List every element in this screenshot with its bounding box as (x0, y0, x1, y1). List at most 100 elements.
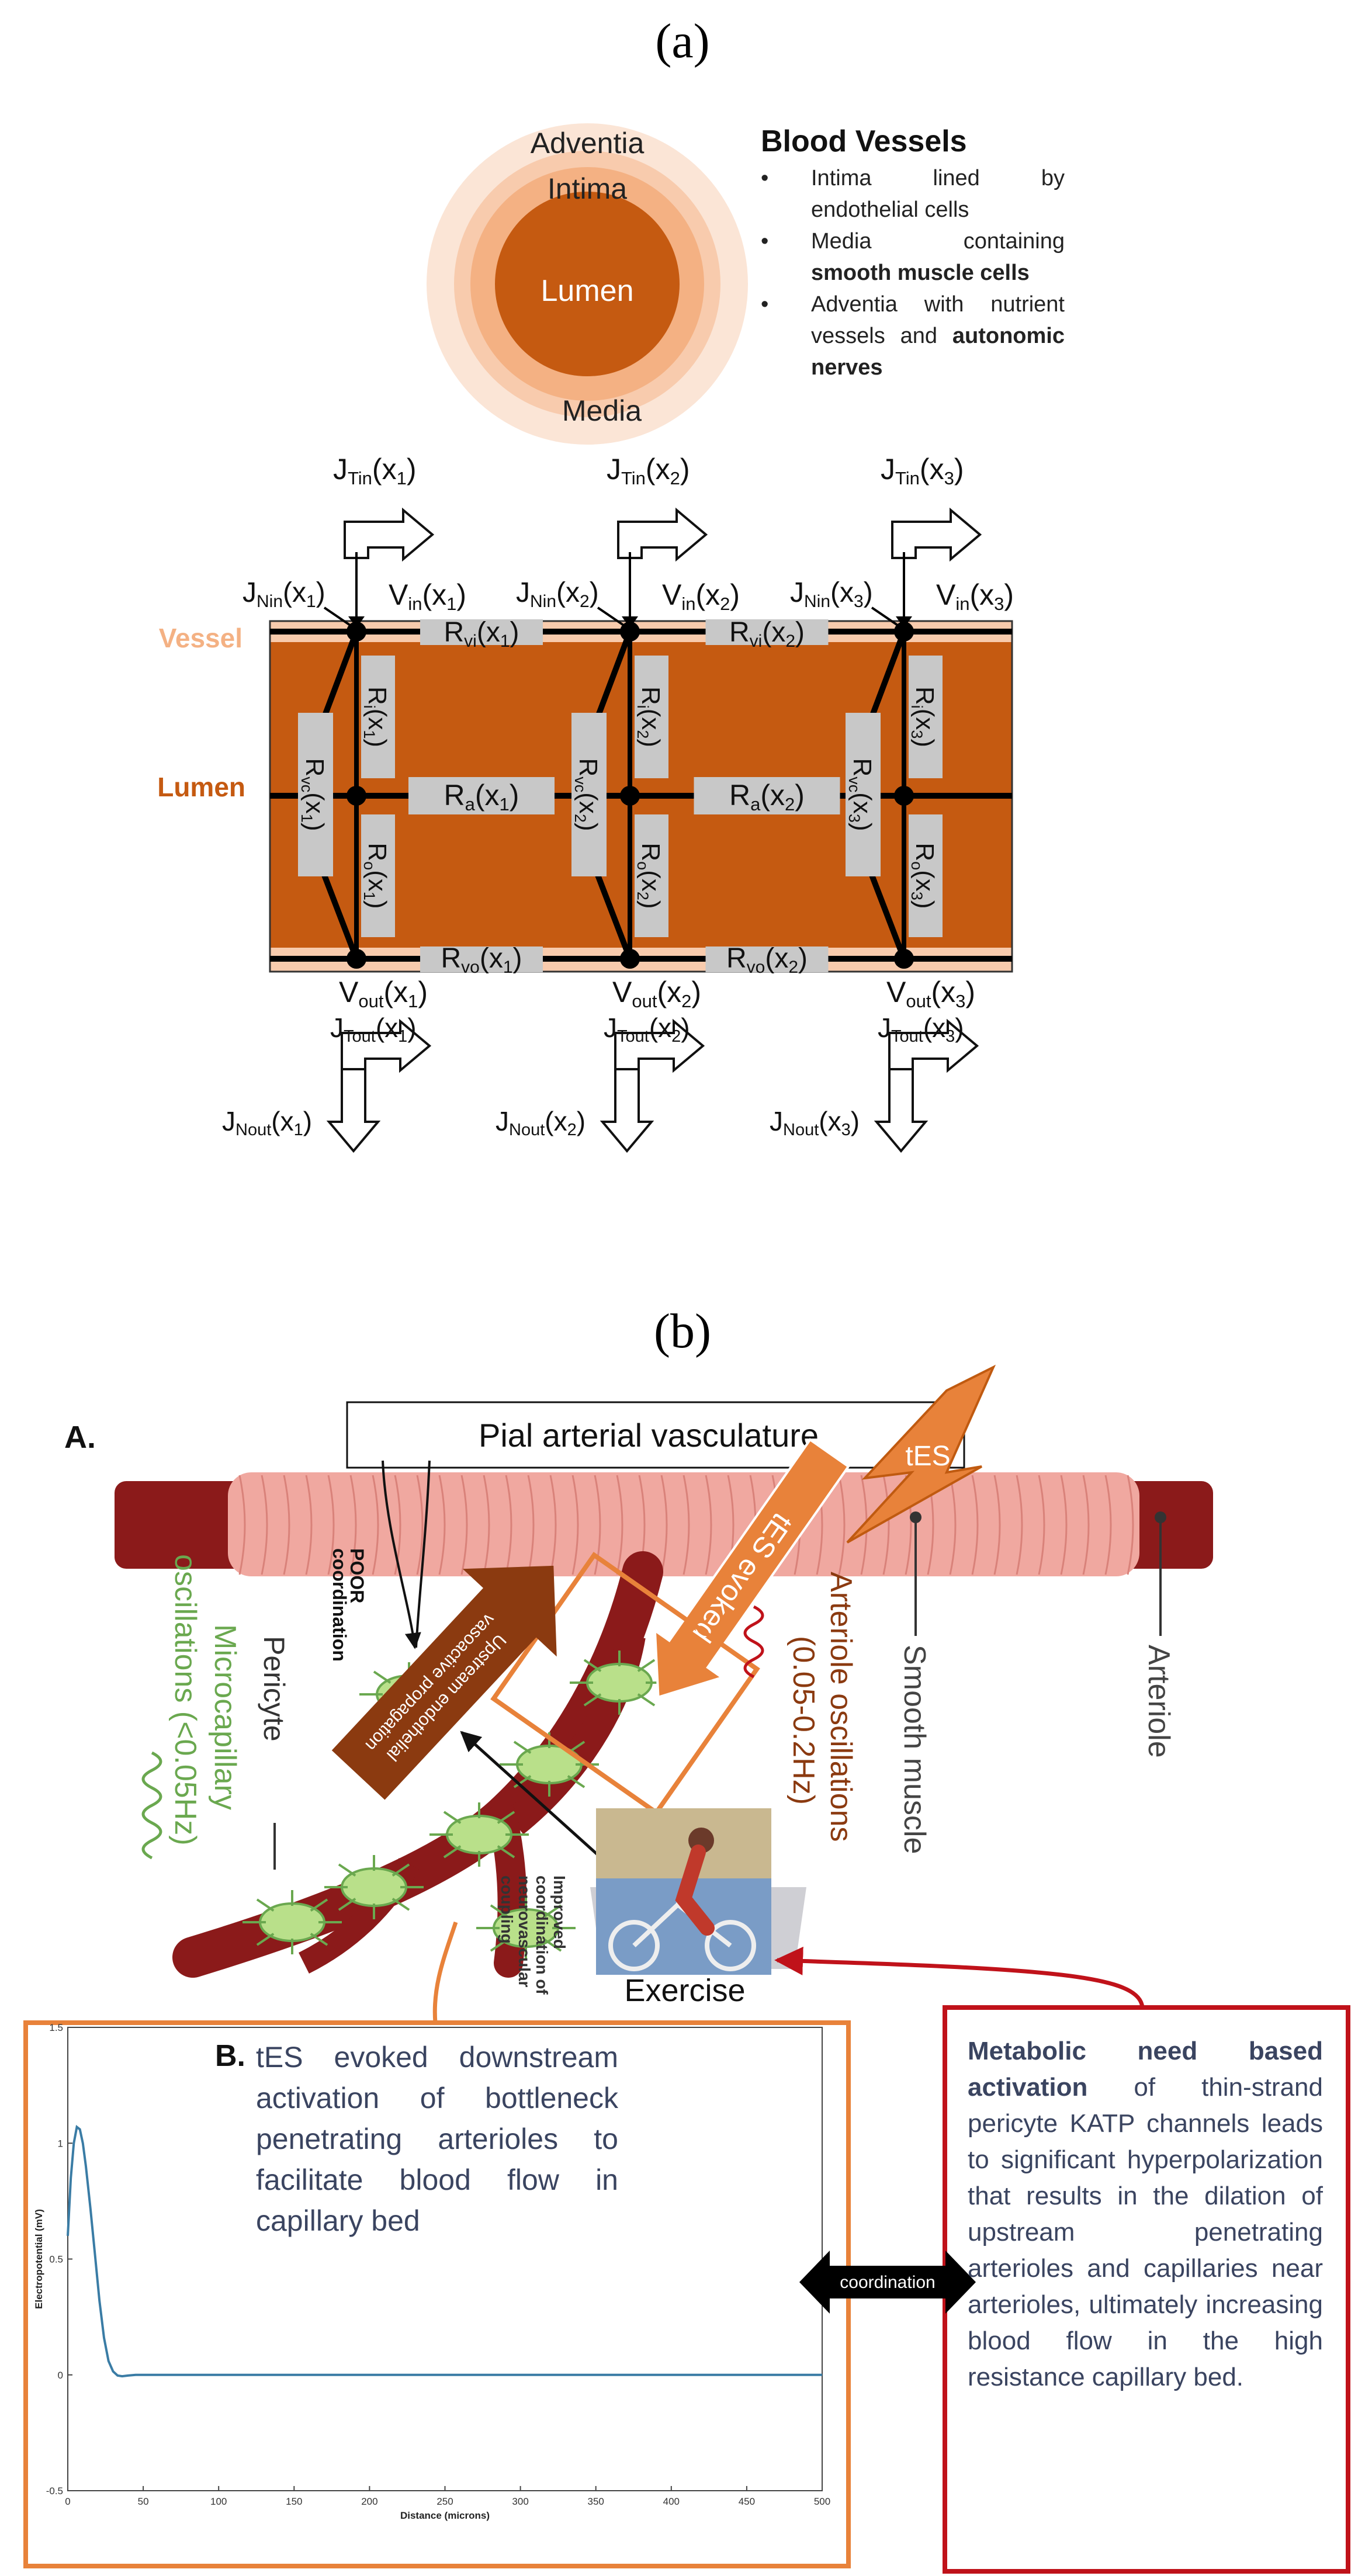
lightning-bolt-icon (846, 1364, 996, 1544)
arteriole-osc-label-2: (0.05-0.2Hz) (787, 1636, 820, 1805)
rvo-label: Rvo(x1) (441, 943, 522, 977)
x-tick-label: 400 (663, 2496, 680, 2507)
ro-label: Ro(x2) (634, 843, 665, 909)
microcapillary-wave-icon (141, 1751, 162, 1860)
ro-label-text: Ro(x2) (634, 843, 665, 909)
rvc-resistor (571, 713, 607, 876)
electropotential-series-line (67, 2124, 822, 2378)
y-tick-label: 1 (58, 2138, 63, 2149)
jtin-label: JTin(x2) (607, 453, 690, 488)
x-tick-label: 450 (739, 2496, 755, 2507)
rvo-resistor (705, 947, 829, 972)
ro-resistor (635, 814, 668, 937)
jnout-label: JNout(x3) (770, 1106, 860, 1139)
x-tick-label: 50 (138, 2496, 149, 2507)
pericyte-icon (570, 1651, 669, 1715)
arteriole-osc-label-1: Arteriole oscillations (824, 1572, 858, 1842)
adventia-label: Adventia (531, 127, 645, 160)
node-dot (620, 949, 640, 969)
poor-coordination-label: coordination (329, 1548, 350, 1662)
y-tick-label: 1.5 (49, 2022, 63, 2033)
blood-vessels-title: Blood Vessels (761, 124, 967, 158)
improved-arrow (460, 1731, 609, 1865)
chart-y-axis-label: Electropotential (mV) (33, 2209, 44, 2309)
ra-resistor (408, 777, 555, 814)
circuit-nodes: Rvc(x1)Ri(x1)Ro(x1)JTin(x1)JNin(x1)Vin(x… (222, 453, 1014, 1153)
smooth-muscle-label: Smooth muscle (898, 1645, 931, 1854)
node-dot (620, 786, 640, 806)
y-tick-label: 0 (58, 2370, 63, 2381)
exercise-label: Exercise (624, 1973, 745, 2008)
panel-b-label: (b) (654, 1304, 711, 1358)
lumen-side-label: Lumen (157, 772, 245, 802)
jnout-label: JNout(x2) (496, 1106, 586, 1139)
svg-text:Improved: Improved (550, 1875, 569, 1949)
rvc-resistor (298, 713, 333, 876)
panel-B-description: tES evoked downstream activation of bott… (256, 2041, 618, 2237)
smooth-muscle-dot (910, 1511, 921, 1523)
metabolic-box (943, 2005, 1350, 2574)
rvc-label-text: Rvc(x2) (571, 758, 602, 831)
poor-arrow-1 (382, 1460, 421, 1649)
ri-label-text: Ri(x3) (908, 687, 939, 747)
x-tick-label: 150 (286, 2496, 302, 2507)
pericyte-icon (324, 1855, 424, 1919)
poor-label: POOR (347, 1548, 368, 1603)
coordination-label: coordination (840, 2273, 935, 2292)
panel-B-label: B. (215, 2039, 245, 2073)
node-dot (894, 786, 914, 806)
panel-b-A-label: A. (64, 1420, 96, 1455)
ri-label: Ri(x2) (634, 687, 665, 747)
rvc-resistor (846, 713, 881, 876)
ri-label: Ri(x3) (908, 687, 939, 747)
ra-label: Ra(x2) (729, 779, 805, 814)
jtin-label: JTin(x3) (881, 453, 964, 488)
node-dot (347, 949, 366, 969)
circuit-node-group: Rvc(x2)Ri(x2)Ro(x2)JTin(x2)JNin(x2)Vin(x… (496, 453, 740, 1153)
pericyte-label: Pericyte (258, 1636, 290, 1742)
pial-title: Pial arterial vasculature (479, 1417, 819, 1454)
media-label: Media (562, 394, 642, 427)
vin-label: Vin(x1) (389, 578, 466, 614)
tes-label: tES (905, 1441, 950, 1472)
circuit-node-group: Rvc(x1)Ri(x1)Ro(x1)JTin(x1)JNin(x1)Vin(x… (222, 453, 466, 1153)
metabolic-description: Metabolic need based activation of thin-… (968, 2033, 1323, 2395)
pial-title-box (346, 1401, 965, 1469)
pericyte-icon (429, 1802, 529, 1867)
jtout-label: JTout(x2) (604, 1013, 690, 1046)
jnout-arrow-icon (326, 1068, 381, 1153)
arteriole-label: Arteriole (1142, 1645, 1176, 1758)
ro-resistor (909, 814, 943, 937)
jnout-arrow-icon (600, 1068, 654, 1153)
ra-label: Ra(x1) (444, 779, 519, 814)
svg-text:coordination of: coordination of (533, 1875, 551, 1995)
x-tick-label: 100 (210, 2496, 227, 2507)
vin-label: Vin(x3) (936, 578, 1014, 614)
rvi-resistor (420, 619, 543, 645)
rvi-resistor (705, 619, 829, 645)
ro-label: Ro(x3) (908, 843, 939, 909)
svg-text:coupling: coupling (498, 1875, 516, 1944)
rvi-label: Rvi(x2) (729, 617, 805, 651)
arteriole-dot (1155, 1511, 1166, 1523)
coordination-double-arrow (799, 2251, 976, 2314)
ro-resistor (361, 814, 395, 937)
poor-arrow-2 (415, 1460, 431, 1648)
rvc-label: Rvc(x2) (571, 758, 602, 831)
list-item: Intima lined by endothelial cells (761, 162, 1065, 226)
intima-label: Intima (548, 172, 627, 205)
ri-resistor (361, 656, 395, 778)
ri-resistor (909, 656, 943, 778)
panel-B-box (23, 2020, 851, 2568)
x-tick-label: 0 (65, 2496, 70, 2507)
panel-B-connector (432, 1921, 458, 2023)
panel-a-label: (a) (655, 14, 709, 68)
improved-coordination-text: Improved coordination of neurovascular c… (498, 1875, 569, 1995)
node-dot (894, 949, 914, 969)
jtout-label: JTout(x1) (330, 1013, 417, 1046)
node-dot (347, 786, 366, 806)
vout-label: Vout(x1) (339, 976, 428, 1011)
jtout-arrow-icon (614, 1018, 705, 1073)
vessel-side-label: Vessel (159, 623, 242, 653)
